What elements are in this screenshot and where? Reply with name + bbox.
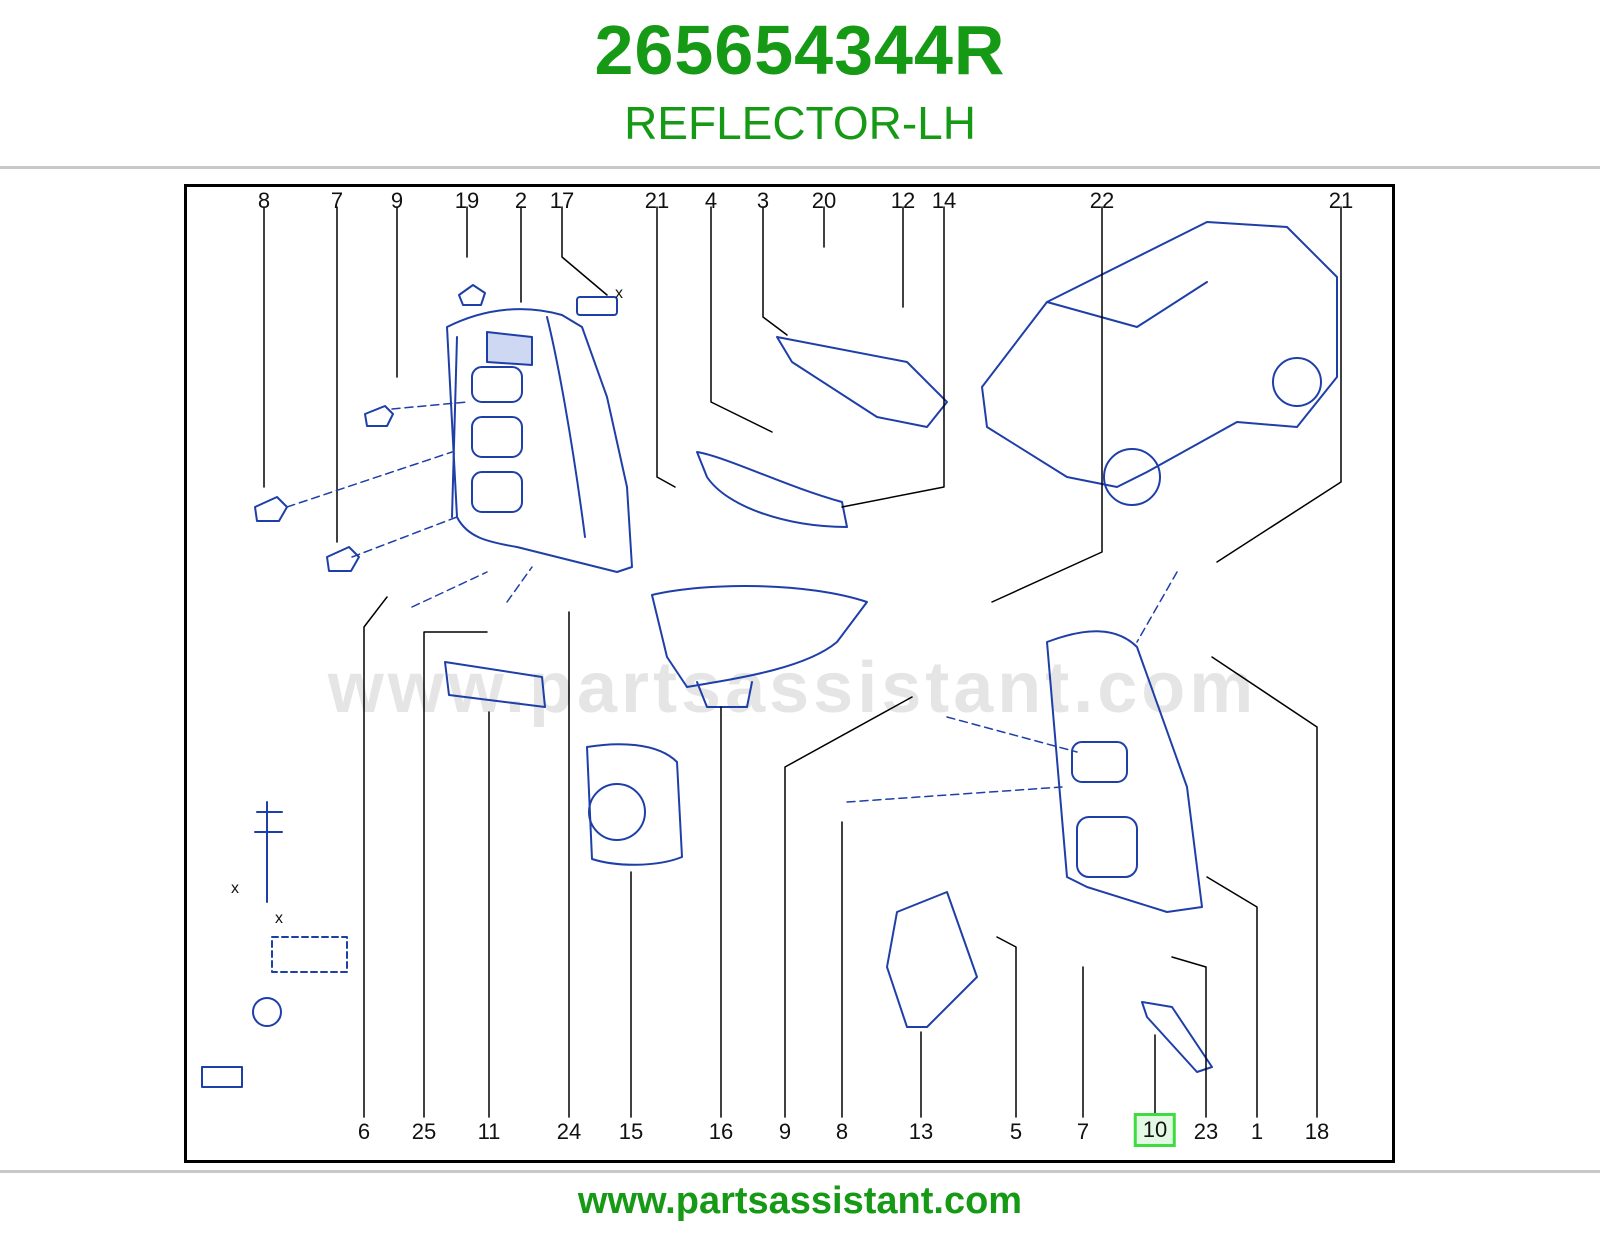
callout-25: 25 (411, 1119, 437, 1144)
callout-1: 1 (1250, 1119, 1264, 1144)
callout-9-bottom: 9 (778, 1119, 792, 1144)
callout-21-right: 21 (1328, 188, 1354, 213)
callout-23: 23 (1193, 1119, 1219, 1144)
callout-6: 6 (357, 1119, 371, 1144)
callout-17: 17 (549, 188, 575, 213)
reflector-rh-drawing (1141, 1001, 1213, 1073)
callout-15: 15 (618, 1119, 644, 1144)
leader-lines (263, 206, 1342, 1118)
callout-18: 18 (1304, 1119, 1330, 1144)
dimension-mark-bolt-bottom: x (275, 910, 283, 927)
exploded-parts-diagram (201, 206, 1342, 1118)
dimension-mark-bolt-left: x (231, 880, 239, 897)
callout-10-highlighted[interactable]: 10 (1133, 1113, 1177, 1147)
lamp-housing-drawing (586, 743, 683, 866)
callout-20: 20 (811, 188, 837, 213)
footer-url[interactable]: www.partsassistant.com (577, 1180, 1023, 1222)
callout-2: 2 (514, 188, 528, 213)
callout-3: 3 (756, 188, 770, 213)
callout-19: 19 (454, 188, 480, 213)
part-number: 265654344R (594, 11, 1006, 89)
side-lamp-drawing (886, 891, 978, 1028)
right-tail-lamp-drawing (1046, 630, 1203, 913)
callout-8-top: 8 (257, 188, 271, 213)
callout-14: 14 (931, 188, 957, 213)
callout-11: 11 (477, 1119, 501, 1144)
callout-13: 13 (908, 1119, 934, 1144)
callout-22: 22 (1089, 188, 1115, 213)
high-mount-stop-lamp-drawing (696, 336, 948, 528)
callout-7-bottom: 7 (1076, 1119, 1090, 1144)
rear-fog-lamp-drawing (651, 585, 868, 708)
watermark: www.partsassistant.com (327, 648, 1258, 728)
left-tail-lamp-drawing (446, 308, 633, 573)
assembly-dash-lines (286, 401, 1178, 803)
bulb-legend-drawing (201, 801, 348, 1088)
vehicle-silhouette-drawing (981, 221, 1338, 506)
dimension-mark-connector: x (615, 285, 623, 302)
callout-7-top: 7 (330, 188, 344, 213)
part-name: REFLECTOR-LH (624, 97, 976, 149)
callout-5: 5 (1009, 1119, 1023, 1144)
diagram-frame: www.partsassistant.com (184, 184, 1395, 1163)
header-divider (0, 166, 1600, 169)
callout-9-top: 9 (390, 188, 404, 213)
callout-12: 12 (890, 188, 916, 213)
callout-24: 24 (556, 1119, 582, 1144)
footer-divider (0, 1170, 1600, 1173)
callout-21-left: 21 (644, 188, 670, 213)
reflector-lh-drawing (444, 661, 546, 708)
callout-16: 16 (708, 1119, 734, 1144)
page-header: 265654344R REFLECTOR-LH (0, 0, 1600, 168)
left-bulbs-drawing (254, 284, 486, 572)
callout-8-bottom: 8 (835, 1119, 849, 1144)
callout-4: 4 (704, 188, 718, 213)
